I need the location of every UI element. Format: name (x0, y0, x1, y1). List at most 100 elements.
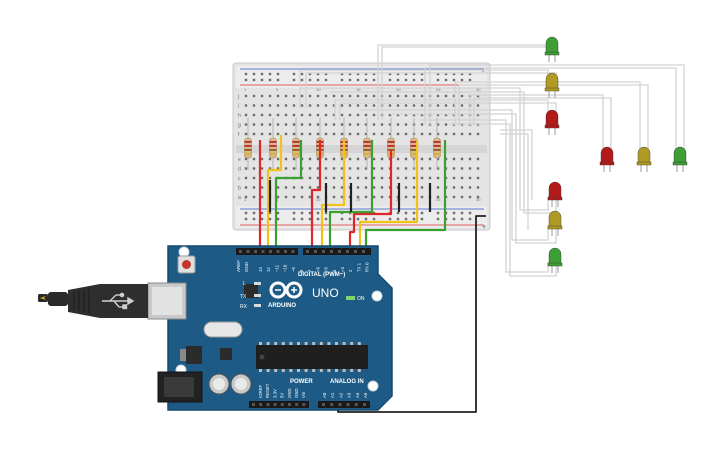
terminal-hole[interactable] (268, 132, 272, 136)
terminal-hole[interactable] (268, 104, 272, 107)
rail-hole[interactable] (348, 72, 352, 76)
terminal-hole[interactable] (452, 132, 456, 136)
header-pin[interactable] (330, 403, 334, 406)
terminal-hole[interactable] (380, 195, 384, 199)
rail-hole[interactable] (340, 78, 344, 82)
rail-hole[interactable] (396, 78, 400, 82)
terminal-hole[interactable] (412, 195, 416, 199)
terminal-hole[interactable] (396, 113, 400, 117)
terminal-hole[interactable] (420, 195, 424, 199)
terminal-hole[interactable] (332, 113, 336, 117)
terminal-hole[interactable] (252, 94, 256, 98)
terminal-hole[interactable] (292, 132, 296, 136)
terminal-hole[interactable] (284, 157, 288, 161)
rail-hole[interactable] (300, 211, 304, 215)
terminal-hole[interactable] (276, 104, 280, 107)
rail-hole[interactable] (452, 72, 456, 76)
header-pin[interactable] (246, 250, 250, 253)
terminal-hole[interactable] (468, 167, 472, 170)
terminal-hole[interactable] (380, 186, 384, 189)
terminal-hole[interactable] (284, 94, 288, 98)
terminal-hole[interactable] (436, 176, 440, 180)
analog-header[interactable] (318, 401, 370, 408)
rail-hole[interactable] (324, 78, 328, 82)
terminal-hole[interactable] (444, 123, 448, 126)
rail-hole[interactable] (340, 217, 344, 221)
terminal-hole[interactable] (308, 157, 312, 161)
terminal-hole[interactable] (260, 113, 264, 117)
terminal-hole[interactable] (404, 195, 408, 199)
terminal-hole[interactable] (284, 123, 288, 126)
terminal-hole[interactable] (372, 94, 376, 98)
terminal-hole[interactable] (316, 104, 320, 107)
terminal-hole[interactable] (468, 132, 472, 136)
terminal-hole[interactable] (364, 94, 368, 98)
terminal-hole[interactable] (340, 123, 344, 126)
terminal-hole[interactable] (460, 195, 464, 199)
terminal-hole[interactable] (404, 157, 408, 161)
terminal-hole[interactable] (308, 113, 312, 117)
terminal-hole[interactable] (324, 113, 328, 117)
terminal-hole[interactable] (348, 132, 352, 136)
rail-hole[interactable] (268, 217, 272, 221)
terminal-hole[interactable] (292, 167, 296, 170)
terminal-hole[interactable] (268, 167, 272, 170)
header-pin[interactable] (322, 403, 325, 406)
terminal-hole[interactable] (348, 113, 352, 117)
rail-hole[interactable] (468, 211, 472, 215)
terminal-hole[interactable] (324, 123, 328, 126)
terminal-hole[interactable] (260, 157, 264, 161)
terminal-hole[interactable] (356, 157, 360, 161)
rail-hole[interactable] (356, 72, 360, 76)
terminal-hole[interactable] (308, 104, 312, 107)
terminal-hole[interactable] (260, 167, 264, 170)
terminal-hole[interactable] (316, 195, 320, 199)
header-pin[interactable] (239, 250, 242, 253)
terminal-hole[interactable] (436, 94, 440, 98)
terminal-hole[interactable] (436, 157, 440, 161)
terminal-hole[interactable] (476, 113, 480, 117)
rail-hole[interactable] (300, 217, 304, 221)
header-pin[interactable] (330, 250, 333, 253)
terminal-hole[interactable] (324, 167, 328, 170)
rail-hole[interactable] (260, 211, 264, 215)
header-pin[interactable] (338, 403, 342, 406)
terminal-hole[interactable] (292, 104, 296, 107)
rail-hole[interactable] (452, 211, 456, 215)
header-pin[interactable] (266, 403, 270, 406)
terminal-hole[interactable] (372, 123, 376, 126)
led-red-top[interactable] (544, 109, 560, 135)
rail-hole[interactable] (420, 72, 424, 76)
terminal-hole[interactable] (252, 157, 256, 161)
terminal-hole[interactable] (308, 167, 312, 170)
terminal-hole[interactable] (476, 176, 480, 180)
terminal-hole[interactable] (340, 167, 344, 170)
terminal-hole[interactable] (356, 167, 360, 170)
header-pin[interactable] (363, 403, 366, 406)
led-yellow-top[interactable] (544, 72, 560, 98)
rail-hole[interactable] (308, 72, 312, 76)
terminal-hole[interactable] (340, 186, 344, 189)
rail-hole[interactable] (364, 217, 368, 221)
terminal-hole[interactable] (332, 132, 336, 136)
terminal-hole[interactable] (412, 94, 416, 98)
rail-hole[interactable] (420, 211, 424, 215)
rail-hole[interactable] (244, 211, 248, 215)
terminal-hole[interactable] (348, 94, 352, 98)
terminal-hole[interactable] (412, 113, 416, 117)
terminal-hole[interactable] (476, 195, 480, 199)
terminal-hole[interactable] (388, 132, 392, 136)
terminal-hole[interactable] (356, 104, 360, 107)
header-pin[interactable] (276, 250, 280, 253)
header-pin[interactable] (314, 250, 317, 253)
rail-hole[interactable] (244, 217, 248, 221)
terminal-hole[interactable] (396, 157, 400, 161)
rail-hole[interactable] (292, 72, 296, 76)
terminal-hole[interactable] (316, 123, 320, 126)
terminal-hole[interactable] (276, 123, 280, 126)
terminal-hole[interactable] (292, 186, 296, 189)
terminal-hole[interactable] (388, 113, 392, 117)
terminal-hole[interactable] (460, 176, 464, 180)
terminal-hole[interactable] (396, 94, 400, 98)
terminal-hole[interactable] (428, 132, 432, 136)
